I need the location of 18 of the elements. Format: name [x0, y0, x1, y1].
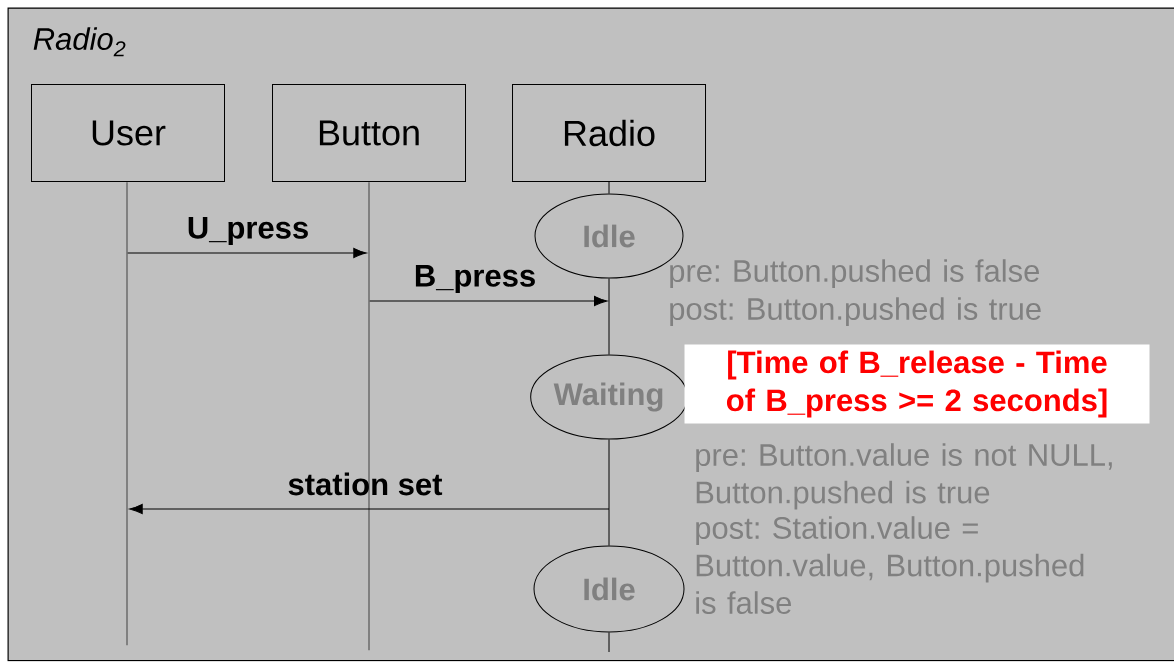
- lifeline: [608, 278, 610, 355]
- message-arrow: [369, 295, 608, 307]
- lifeline: [126, 182, 128, 646]
- participant-box: Radio: [512, 84, 706, 182]
- message-label: U_press: [188, 217, 308, 245]
- lifeline: [608, 181, 610, 194]
- condition-note: post: Button.pushed is true: [670, 297, 1041, 327]
- message-arrow: [129, 503, 610, 515]
- lifeline: [608, 632, 610, 653]
- message-arrow: [127, 247, 367, 259]
- guard-condition: [Time of B_release - Time of B_press >= 2 seconds]: [684, 344, 1150, 424]
- lifeline: [608, 439, 610, 546]
- condition-note: post: Station.value = Button.value, Button.pushed is false: [696, 516, 1084, 614]
- message-label: B_press: [415, 265, 535, 293]
- participant-box: Button: [272, 84, 466, 182]
- participant-box: User: [31, 84, 225, 182]
- lifeline: [368, 182, 370, 651]
- message-label: station set: [288, 472, 443, 496]
